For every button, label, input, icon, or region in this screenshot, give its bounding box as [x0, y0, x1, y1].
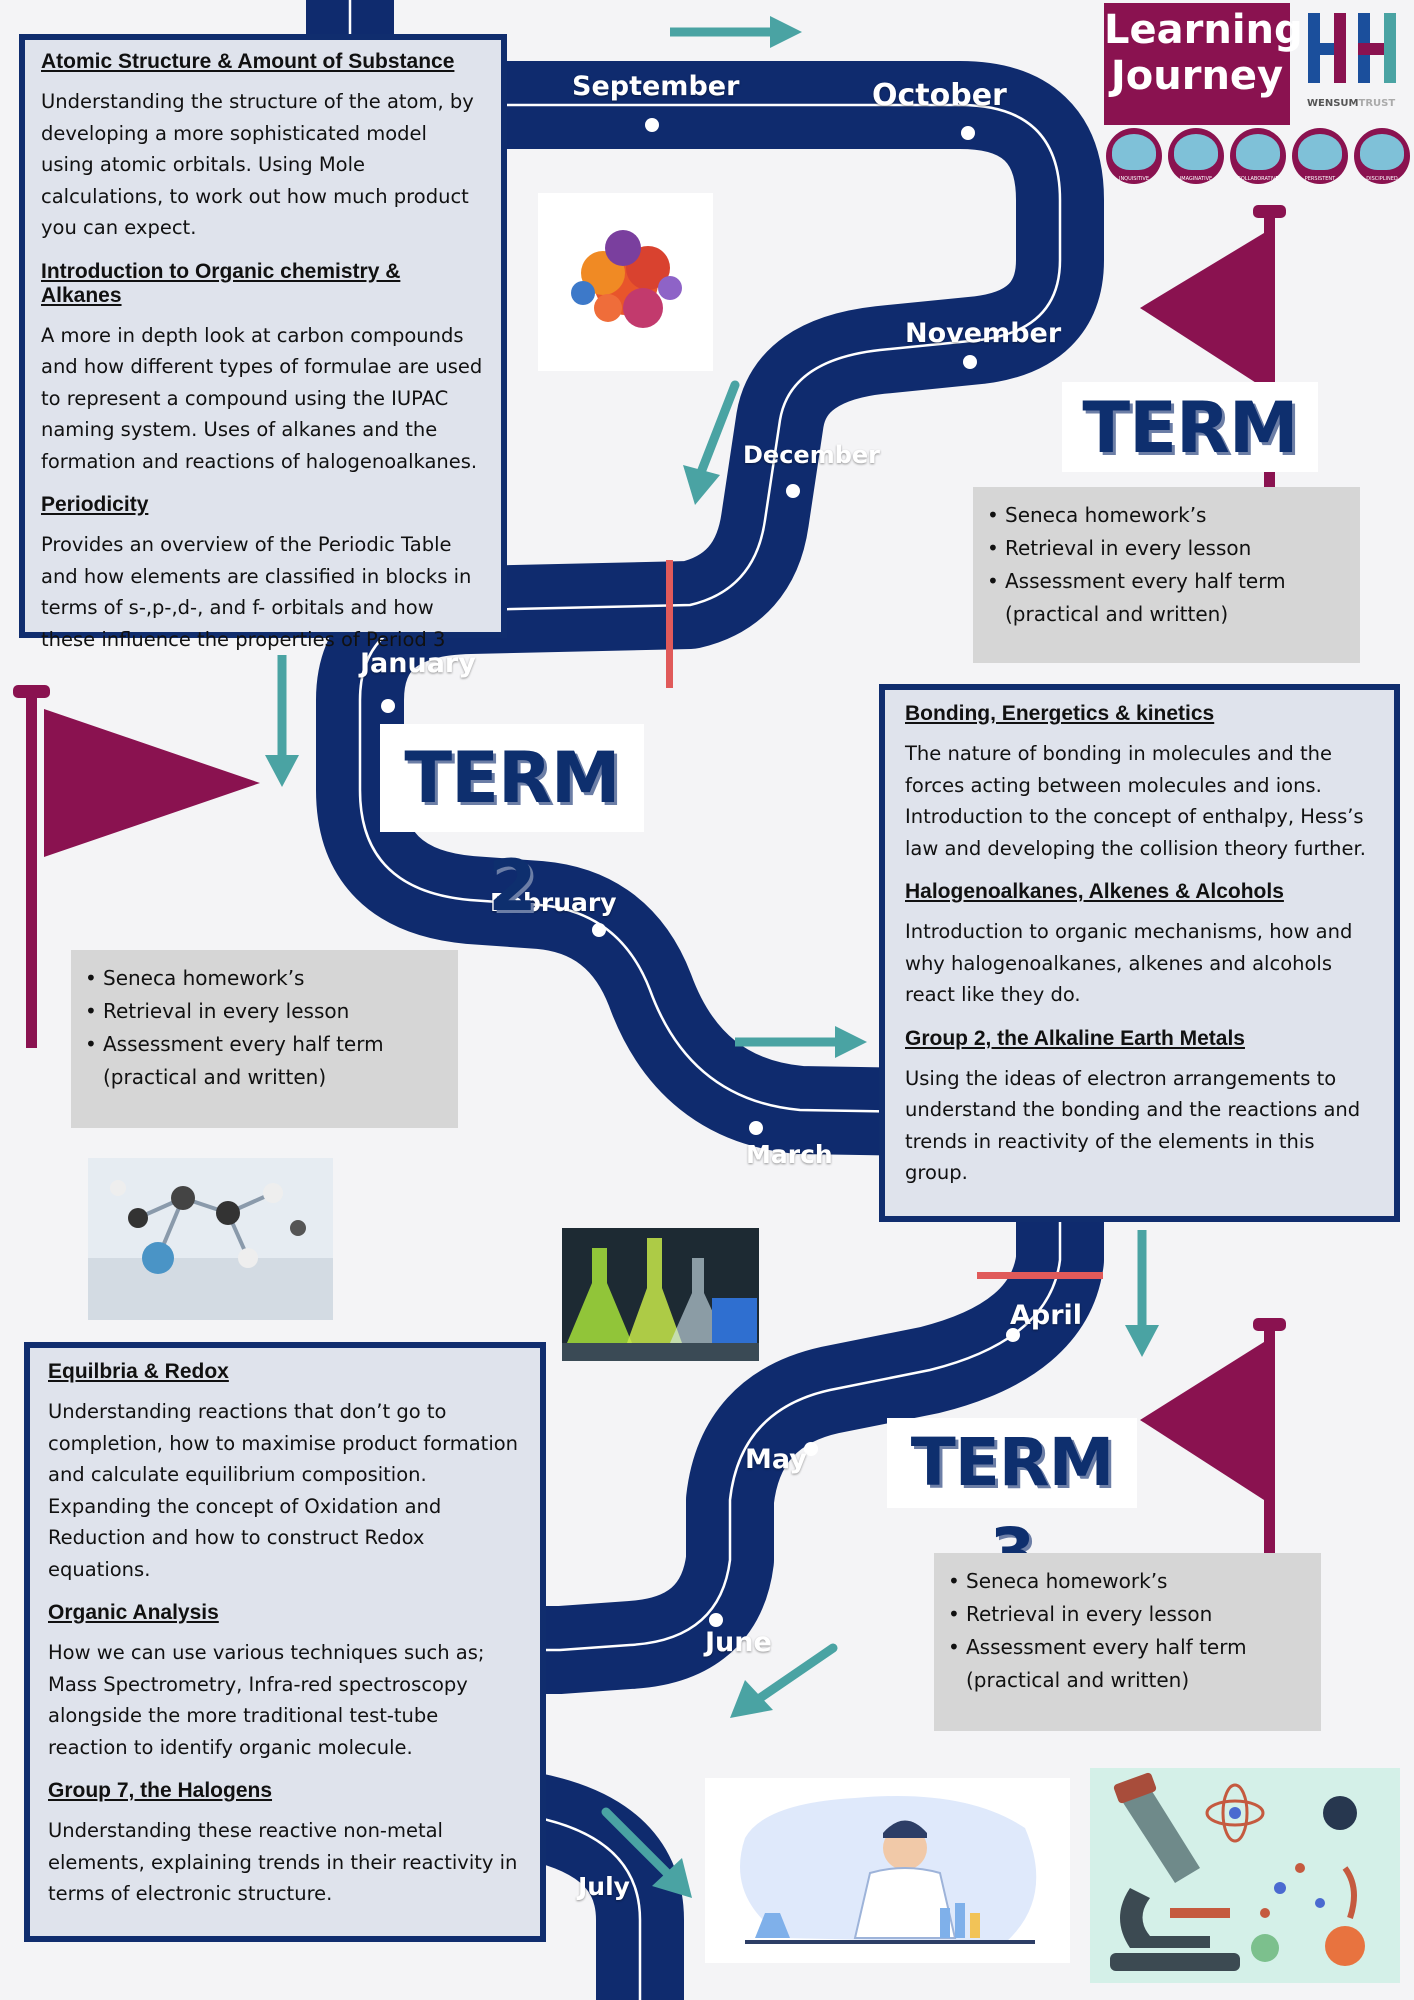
term2-assessment-box: Seneca homework’s Retrieval in every les…	[71, 950, 458, 1128]
disciplined-icon: DISCIPLINED	[1354, 128, 1410, 184]
bullet-item: Seneca homework’s	[948, 1565, 1307, 1598]
topic-title: Bonding, Energetics & kinetics	[905, 702, 1215, 725]
topic-description: Introduction to organic mechanisms, how …	[905, 920, 1353, 1006]
month-may: May	[745, 1444, 807, 1475]
logo-title-line1: Learning	[1104, 7, 1303, 53]
topic-description: Understanding reactions that don’t go to…	[48, 1400, 519, 1581]
persistent-icon: PERSISTENT	[1292, 128, 1348, 184]
term-1-label: TERM 1	[1062, 382, 1318, 561]
bullet-item: Assessment every half term	[948, 1631, 1307, 1664]
topic-description: Using the ideas of electron arrangements…	[905, 1066, 1361, 1185]
bullet-item: Seneca homework’s	[85, 962, 444, 995]
molecule-model-image	[88, 1158, 333, 1320]
bullet-item: Retrieval in every lesson	[948, 1598, 1307, 1631]
month-september: September	[572, 71, 740, 102]
topic-description: How we can use various techniques such a…	[48, 1641, 485, 1759]
topic-title: Group 7, the Halogens	[48, 1779, 273, 1802]
term1-assessment-box: Seneca homework’s Retrieval in every les…	[973, 487, 1360, 663]
topic-description: Provides an overview of the Periodic Tab…	[41, 533, 472, 651]
topic-title: Group 2, the Alkaline Earth Metals	[905, 1026, 1245, 1050]
term3-assessment-box: Seneca homework’s Retrieval in every les…	[934, 1553, 1321, 1731]
flag-icon	[13, 685, 260, 1048]
inquisitive-icon: INQUISITIVE	[1106, 128, 1162, 184]
month-dot	[961, 126, 975, 140]
month-dot	[749, 1121, 763, 1135]
term-3-label: TERM 3	[887, 1418, 1137, 1591]
topic-description: Understanding the structure of the atom,…	[41, 90, 474, 239]
logo-title-line2: Journey	[1110, 53, 1284, 99]
arrow-right-icon	[735, 1026, 867, 1058]
month-dot	[804, 1442, 818, 1456]
topic-title: Equilbria & Redox	[48, 1360, 229, 1383]
month-february: February	[490, 888, 617, 917]
month-dot	[645, 118, 659, 132]
value-label: COLLABORATIVE	[1237, 176, 1279, 182]
topic-title: Periodicity	[41, 493, 149, 516]
topic-title: Introduction to Organic chemistry & Alka…	[41, 259, 401, 307]
trust-name: WENSUMTRUST	[1307, 98, 1395, 109]
learning-journey-logo: Learning Journey	[1104, 3, 1303, 125]
arrow-down-left-icon	[730, 1643, 838, 1718]
month-june: June	[705, 1627, 772, 1658]
term2-topics-box: Bonding, Energetics & kinetics The natur…	[879, 684, 1400, 1222]
term-marker-1	[666, 560, 673, 688]
month-dot	[1006, 1328, 1020, 1342]
bullet-item: Assessment every half term	[85, 1028, 444, 1061]
term1-topics-box: Atomic Structure & Amount of Substance U…	[19, 34, 507, 651]
topic-description: Understanding these reactive non-metal e…	[48, 1819, 518, 1905]
arrow-down-icon	[1125, 1230, 1159, 1357]
lab-flasks-image	[562, 1228, 759, 1361]
collaborative-icon: COLLABORATIVE	[1230, 128, 1286, 184]
term-marker-2	[977, 1272, 1103, 1279]
term-2-label: TERM 2	[380, 724, 644, 927]
flag-icon	[1140, 1318, 1286, 1696]
month-april: April	[1010, 1300, 1083, 1331]
scientist-illustration	[705, 1778, 1070, 1963]
microscope-illustration	[1090, 1768, 1400, 1983]
value-label: DISCIPLINED	[1366, 176, 1398, 182]
trust-name-suffix: TRUST	[1358, 98, 1396, 109]
atom-orbitals-image	[538, 193, 713, 371]
month-dot	[963, 355, 977, 369]
bullet-continuation: (practical and written)	[103, 1065, 327, 1089]
bullet-continuation: (practical and written)	[1005, 602, 1229, 626]
value-label: IMAGINATIVE	[1179, 176, 1213, 182]
topic-title: Atomic Structure & Amount of Substance	[41, 50, 455, 73]
term3-topics-box: Equilbria & Redox Understanding reaction…	[24, 1342, 546, 1942]
topic-description: A more in depth look at carbon compounds…	[41, 323, 483, 473]
value-label: INQUISITIVE	[1118, 176, 1150, 182]
month-november: November	[905, 318, 1062, 349]
month-dot	[592, 923, 606, 937]
arrow-down-left-icon	[683, 380, 740, 505]
topic-title: Halogenoalkanes, Alkenes & Alcohols	[905, 880, 1284, 903]
month-dot	[786, 484, 800, 498]
arrow-down-right-icon	[601, 1807, 692, 1898]
month-january: January	[360, 648, 476, 679]
month-july: July	[578, 1872, 630, 1901]
bullet-item: Seneca homework’s	[987, 499, 1346, 532]
value-label: PERSISTENT	[1304, 176, 1336, 182]
bullet-item: Assessment every half term	[987, 565, 1346, 598]
month-december: December	[743, 441, 881, 469]
month-october: October	[872, 78, 1007, 113]
trust-name-main: WENSUM	[1307, 98, 1359, 109]
imaginative-icon: IMAGINATIVE	[1168, 128, 1224, 184]
month-march: March	[746, 1140, 833, 1169]
arrow-down-icon	[265, 655, 299, 787]
month-dot	[709, 1613, 723, 1627]
arrow-right-icon	[670, 16, 802, 48]
month-dot	[381, 699, 395, 713]
bullet-continuation: (practical and written)	[966, 1668, 1190, 1692]
bullet-item: Retrieval in every lesson	[85, 995, 444, 1028]
topic-description: The nature of bonding in molecules and t…	[905, 742, 1366, 860]
bullet-item: Retrieval in every lesson	[987, 532, 1346, 565]
school-crest-icon	[1308, 13, 1396, 83]
topic-title: Organic Analysis	[48, 1601, 219, 1624]
